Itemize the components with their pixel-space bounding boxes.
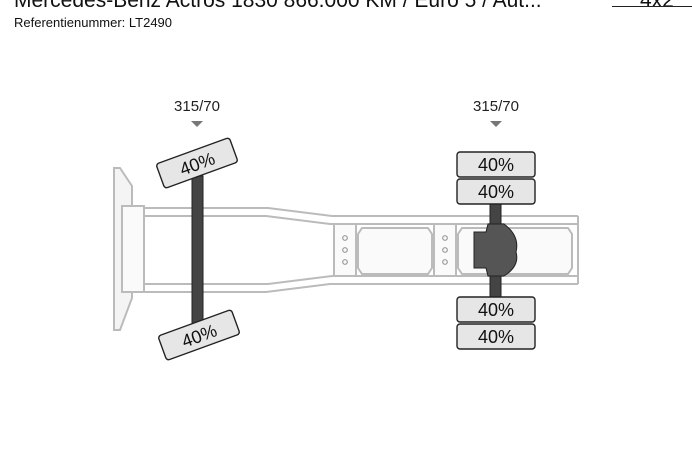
rear-right-inner-tyre: 40% bbox=[456, 296, 536, 323]
front-tyre-size: 315/70 bbox=[174, 98, 220, 115]
crossmember-2 bbox=[433, 223, 457, 277]
frame-rail-top-inner bbox=[144, 215, 578, 225]
rear-left-outer-tyre: 40% bbox=[456, 151, 536, 178]
rear-right-outer-tread: 40% bbox=[478, 327, 514, 347]
front-left-tyre: 40% bbox=[156, 137, 238, 189]
front-axle bbox=[191, 175, 204, 327]
rear-left-outer-tread: 40% bbox=[478, 155, 514, 175]
reference-number: Referentienummer: LT2490 bbox=[14, 15, 173, 30]
rear-right-outer-tyre: 40% bbox=[456, 323, 536, 350]
frame-section-1 bbox=[357, 227, 433, 275]
front-crossmember bbox=[121, 205, 145, 293]
frame-rail-top bbox=[144, 207, 578, 217]
rear-tyre-size: 315/70 bbox=[473, 98, 519, 115]
rear-right-inner-tread: 40% bbox=[478, 300, 514, 320]
frame-rail-bottom-inner bbox=[144, 283, 578, 293]
front-axle-marker-icon bbox=[191, 121, 203, 127]
frame-rail-bottom bbox=[144, 275, 578, 285]
frame-bolts bbox=[342, 235, 448, 265]
rear-left-inner-tyre: 40% bbox=[456, 178, 536, 205]
crossmember-1 bbox=[333, 223, 357, 277]
rear-axle-marker-icon bbox=[490, 121, 502, 127]
rear-left-inner-tread: 40% bbox=[478, 182, 514, 202]
header-rule bbox=[612, 6, 692, 7]
rear-differential bbox=[473, 223, 518, 277]
